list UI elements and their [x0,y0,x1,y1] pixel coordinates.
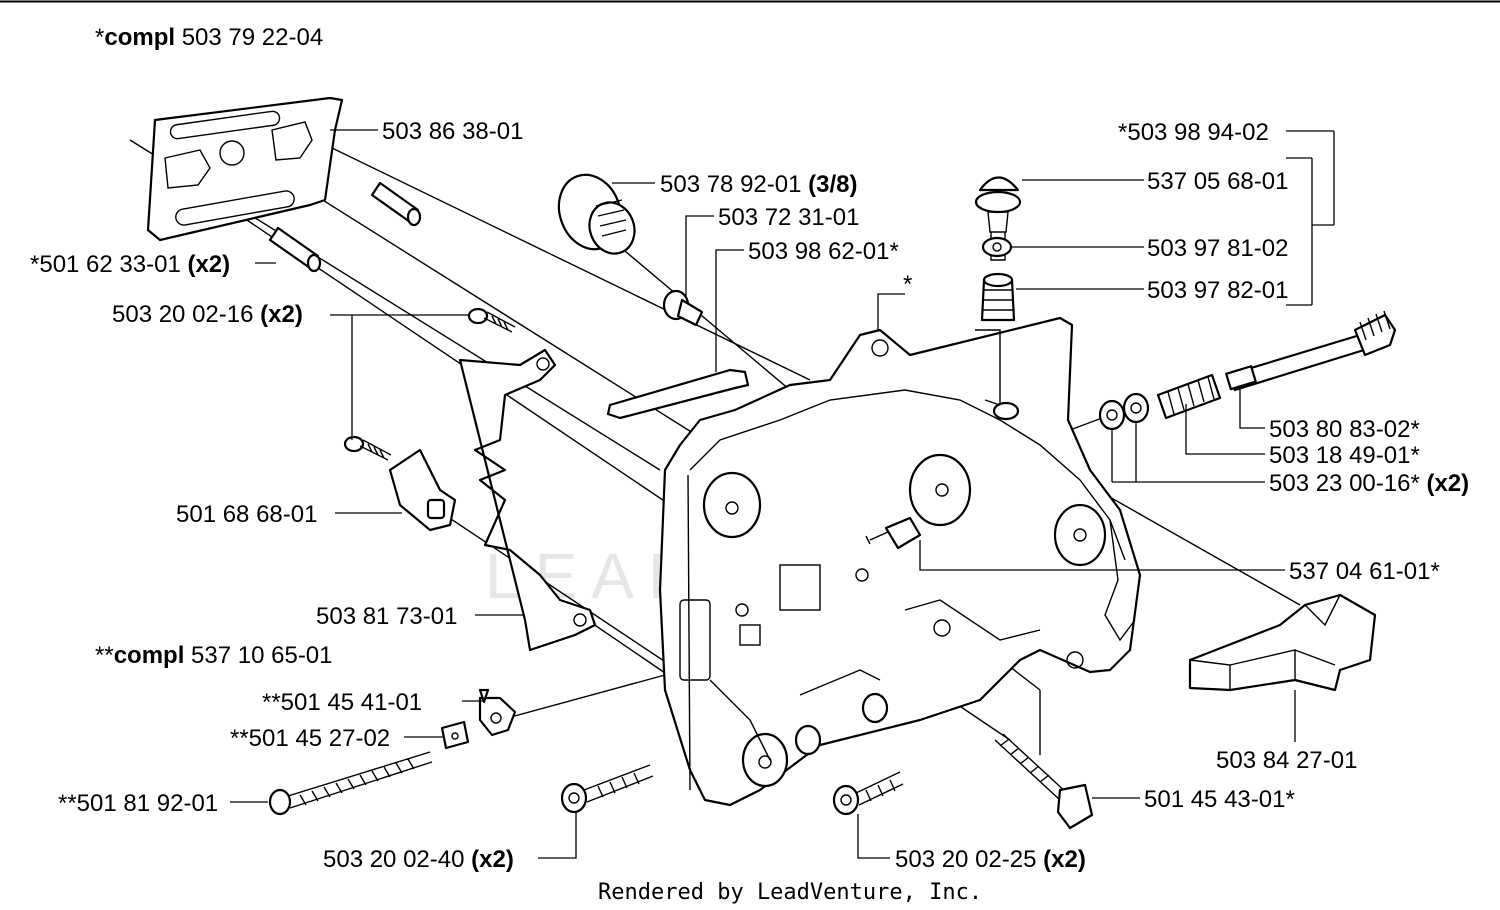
tensioner-strip [606,368,750,420]
callout[interactable]: 537 04 61-01* [1289,558,1440,585]
screws-upper [343,307,516,461]
callout[interactable]: **501 45 27-02 [230,725,390,752]
callout[interactable]: *503 98 94-02 [1118,119,1269,146]
callout[interactable]: 501 45 43-01* [1144,786,1295,813]
callout[interactable]: 503 80 83-02* [1269,416,1420,443]
callout[interactable]: 503 72 31-01 [718,204,859,231]
callout[interactable]: *501 62 33-01 (x2) [30,251,230,278]
kit-label-2: **compl 537 10 65-01 [95,642,333,669]
drive-shaft [1098,310,1397,431]
leader-lines [230,129,1335,859]
clutch-cover-body [658,316,1142,807]
kit-label-1: *compl 503 79 22-04 [95,24,323,51]
footer-credit: Rendered by LeadVenture, Inc. [598,880,982,905]
callout[interactable]: **501 81 92-01 [58,790,218,817]
callout[interactable]: 503 97 82-01 [1147,277,1288,304]
bolt-square-head [994,733,1094,830]
callout[interactable]: 537 05 68-01 [1147,168,1288,195]
callout[interactable]: 503 23 00-16* (x2) [1269,470,1469,497]
bracket-clip [388,448,457,532]
catcher-block [1188,593,1377,692]
sprocket [557,173,636,255]
oil-adjuster-stack [974,176,1022,322]
screws-lower [560,764,904,816]
drawing [129,96,1397,830]
callout[interactable]: 503 86 38-01 [382,118,523,145]
callout[interactable]: 503 84 27-01 [1216,747,1357,774]
adjuster-group [268,688,517,816]
callout[interactable]: 501 68 68-01 [176,501,317,528]
callout[interactable]: **501 45 41-01 [262,689,422,716]
callout[interactable]: 503 20 02-40 (x2) [323,846,514,873]
callout[interactable]: 503 20 02-25 (x2) [895,846,1086,873]
callout[interactable]: 503 98 62-01* [748,238,899,265]
callout[interactable]: 503 18 49-01* [1269,442,1420,469]
callout[interactable]: 503 20 02-16 (x2) [112,301,303,328]
small-pin [662,289,704,327]
kit-labels: *compl 503 79 22-04 **compl 537 10 65-01 [95,24,333,669]
callout[interactable]: * [903,271,912,298]
callout[interactable]: 503 81 73-01 [316,603,457,630]
callout[interactable]: 503 97 81-02 [1147,235,1288,262]
dowel-pins [268,181,422,273]
spring-pin [865,516,922,550]
callout[interactable]: 503 78 92-01 (3/8) [660,171,858,198]
part-callouts: 503 86 38-01 *501 62 33-01 (x2) 503 20 0… [30,118,1469,873]
guide-plate [146,96,344,242]
cover-plate [458,348,597,652]
